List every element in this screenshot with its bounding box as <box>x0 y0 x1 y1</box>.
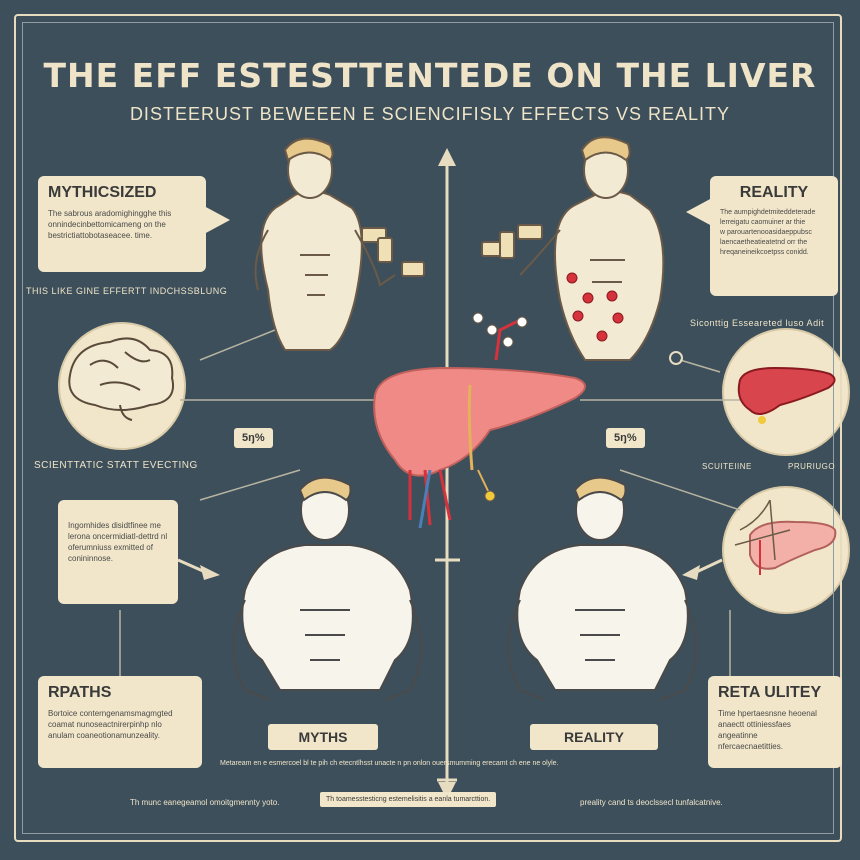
bottom-left-card-heading: RPATHS <box>48 684 112 701</box>
figure-bottom-right <box>507 476 697 701</box>
right-mid-label: Siconttig Esseareted luso Adit <box>690 318 825 328</box>
right-small-label-b: PRURIUGO <box>788 462 836 471</box>
inner-frame <box>22 22 834 834</box>
page-title: THE EFF ESTESTTENTEDE ON THE LIVER <box>43 56 817 95</box>
page-subtitle: DISTEERUST BEWEEEN E SCIENCIFISLY EFFECT… <box>129 104 731 124</box>
percent-badge-right: 5ŋ% <box>606 428 645 448</box>
molecule-icon <box>566 272 624 342</box>
summary-strip: Metaream en e esmercoel bl te pih ch ete… <box>220 760 559 767</box>
mid-left-card: Ingomhides disidtfinee me lerona oncermi… <box>58 500 178 604</box>
myth-card: MYTHICSIZED The sabrous aradomighingghe … <box>38 176 206 272</box>
reality-ribbon: REALITY <box>530 724 658 750</box>
axis-arrow-up-icon <box>438 148 456 166</box>
liver-small-icon <box>737 366 836 424</box>
mid-left-card-text: Ingomhides disidtfinee me lerona oncermi… <box>68 521 168 563</box>
liver-icon <box>373 312 586 529</box>
footer-right-text: preality cand ts deoclssecl tunfalcatniv… <box>580 798 723 807</box>
liver-vessels-icon <box>734 499 837 575</box>
bottom-right-card: RETA ULITEY Time hpertaesnsne heoenal an… <box>708 676 842 768</box>
bottom-left-card: RPATHS Bortoice conterngenamsmagmgted co… <box>38 676 202 768</box>
myth-card-text: The sabrous aradomighingghe this onninde… <box>48 209 172 240</box>
figure-top-left <box>254 137 425 351</box>
bottom-right-card-heading: RETA ULITEY <box>718 684 822 701</box>
bottom-left-card-text: Bortoice conterngenamsmagmgted coamat nu… <box>48 709 173 740</box>
myth-card-heading: MYTHICSIZED <box>48 184 157 201</box>
percent-badge-left: 5ŋ% <box>234 428 273 448</box>
reality-card-heading: REALITY <box>739 184 809 201</box>
myths-ribbon: MYTHS <box>268 724 378 750</box>
reality-card: REALITY The aumpighdetmiteddeterade lerr… <box>710 176 838 296</box>
axis-arrow-down-icon <box>438 782 456 800</box>
right-small-label-a: SCUITEIINE <box>702 462 752 471</box>
bottom-right-card-text: Time hpertaesnsne heoenal anaectt ottini… <box>718 709 817 751</box>
brain-icon <box>68 337 174 421</box>
arrow-left-icon <box>682 565 700 580</box>
figure-bottom-left <box>232 476 422 701</box>
reality-card-tail <box>686 198 712 226</box>
outer-frame <box>14 14 842 842</box>
myth-card-tail <box>204 206 230 234</box>
scientific-label: SCIENTTATIC STATT EVECTING <box>34 460 198 471</box>
left-mid-label: THIS LIKE GINE EFFERTT INDCHSSBLUNG <box>26 286 228 296</box>
footer-center-box: Th toamesstesticng estemelisitis a eanla… <box>320 792 497 807</box>
reality-card-text: The aumpighdetmiteddeterade lerreigatu c… <box>720 209 816 256</box>
footer-left-text: Th munc eanegeamol omoitgmennty yoto. <box>130 798 280 807</box>
